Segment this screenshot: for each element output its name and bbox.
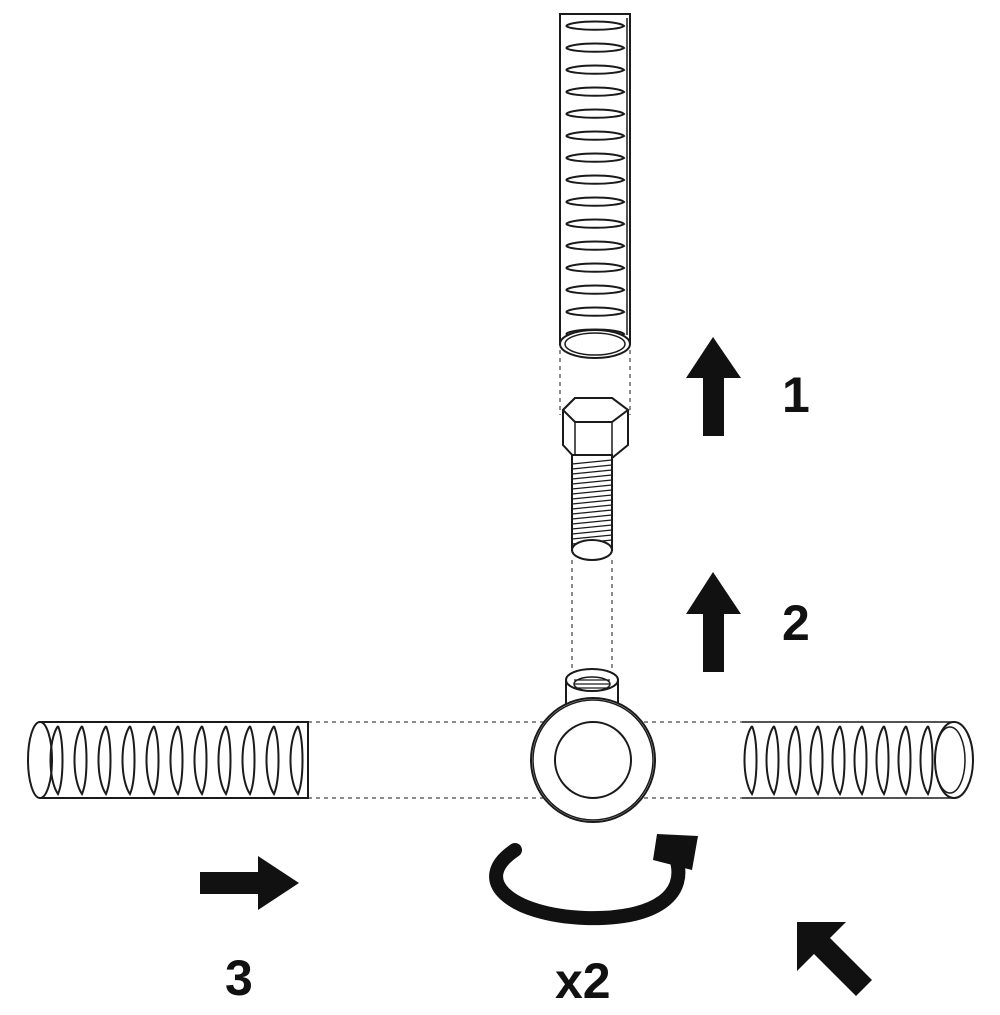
rebar-rib bbox=[897, 725, 912, 797]
thread-line bbox=[571, 529, 613, 535]
vertical-rebar-ribs bbox=[565, 18, 628, 339]
vertical-rebar bbox=[559, 13, 631, 359]
rebar-rib bbox=[565, 284, 626, 295]
thread-line bbox=[571, 479, 613, 485]
step-1-label: 1 bbox=[782, 367, 810, 423]
rebar-rib bbox=[565, 108, 626, 119]
rebar-rib bbox=[875, 725, 890, 797]
arrow-diagonal-up-left-icon bbox=[797, 922, 872, 996]
rebar-rib bbox=[565, 42, 626, 53]
thread-line bbox=[571, 469, 613, 475]
rebar-rib bbox=[265, 725, 280, 797]
arrow-up-icon bbox=[686, 337, 741, 436]
step-3-label: 3 bbox=[225, 950, 253, 1006]
rebar-rib bbox=[565, 218, 626, 229]
rebar-rib bbox=[73, 725, 88, 797]
thread-line bbox=[571, 524, 613, 530]
guide-lines-upper bbox=[559, 350, 631, 415]
rebar-rib bbox=[565, 20, 626, 31]
thread-line bbox=[571, 484, 613, 490]
rotation-count-label: x2 bbox=[555, 953, 611, 1009]
rebar-rib bbox=[831, 725, 846, 797]
thread-line bbox=[571, 499, 613, 505]
thread-line bbox=[571, 459, 613, 465]
thread-line bbox=[571, 464, 613, 470]
step-2-label: 2 bbox=[782, 595, 810, 651]
hex-bolt bbox=[561, 397, 630, 561]
rebar-rib bbox=[565, 152, 626, 163]
rebar-rib bbox=[565, 174, 626, 185]
rebar-rib bbox=[145, 725, 160, 797]
right-rebar-ribs bbox=[743, 725, 934, 797]
rebar-rib bbox=[743, 725, 758, 797]
thread-line bbox=[571, 514, 613, 520]
rebar-rib bbox=[809, 725, 824, 797]
left-rebar-ribs bbox=[49, 725, 304, 797]
rebar-rib bbox=[49, 725, 64, 797]
rebar-rib bbox=[169, 725, 184, 797]
eye-nut bbox=[530, 668, 656, 823]
thread-line bbox=[571, 509, 613, 515]
rebar-rib bbox=[787, 725, 802, 797]
thread-line bbox=[571, 489, 613, 495]
rebar-rib bbox=[565, 240, 626, 251]
rebar-rib bbox=[289, 725, 304, 797]
thread-line bbox=[571, 494, 613, 500]
rebar-rib bbox=[565, 130, 626, 141]
arrow-up-icon bbox=[686, 572, 741, 672]
rebar-rib bbox=[765, 725, 780, 797]
arrow-right-icon bbox=[200, 856, 299, 910]
bolt-threads bbox=[571, 459, 613, 545]
horizontal-rebar-right bbox=[742, 721, 974, 799]
rebar-rib bbox=[565, 262, 626, 273]
rebar-rib bbox=[217, 725, 232, 797]
horizontal-rebar-left bbox=[27, 721, 309, 799]
rebar-rib bbox=[565, 64, 626, 75]
thread-line bbox=[571, 474, 613, 480]
rebar-rib bbox=[121, 725, 136, 797]
rebar-rib bbox=[919, 725, 934, 797]
rebar-rib bbox=[565, 306, 626, 317]
guide-lines-lower bbox=[571, 560, 613, 680]
rebar-rib bbox=[565, 196, 626, 207]
thread-line bbox=[571, 519, 613, 525]
rotate-clockwise-icon bbox=[489, 834, 698, 926]
thread-line bbox=[571, 534, 613, 540]
rebar-rib bbox=[193, 725, 208, 797]
guide-lines-horizontal bbox=[308, 721, 742, 799]
rebar-rib bbox=[565, 86, 626, 97]
rebar-rib bbox=[241, 725, 256, 797]
thread-line bbox=[571, 504, 613, 510]
rebar-rib bbox=[853, 725, 868, 797]
rebar-rib bbox=[97, 725, 112, 797]
